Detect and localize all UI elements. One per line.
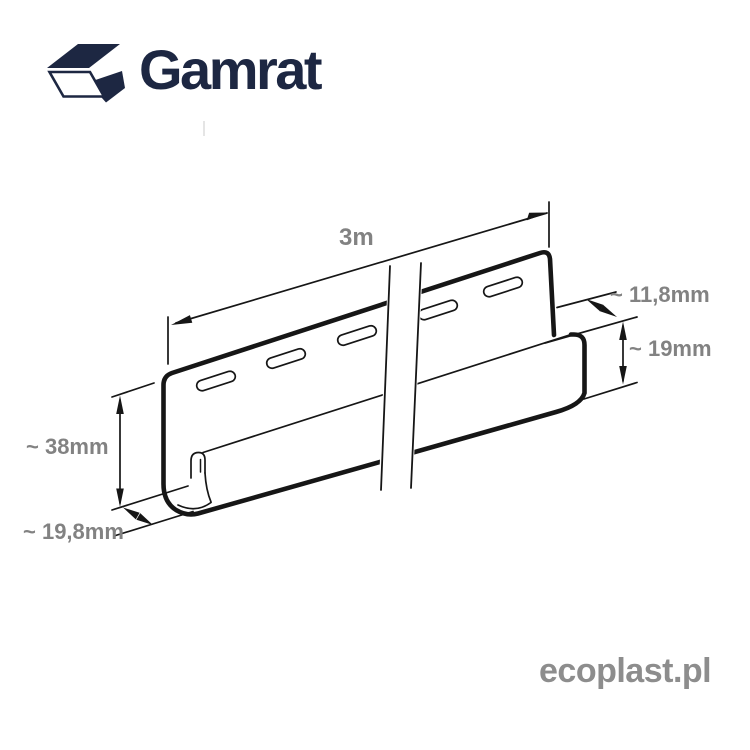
arrowhead	[586, 299, 604, 312]
bottom-width-dimension-label: ~ 19,8mm	[23, 519, 124, 544]
break-line-left	[380, 265, 391, 491]
extension-line	[113, 510, 194, 537]
nail-slot	[265, 347, 307, 370]
dimension-bottom-19-8mm	[113, 507, 194, 537]
lip-height-dimension-label: ~ 19mm	[629, 336, 712, 361]
arrowhead	[526, 212, 548, 221]
nail-slot	[336, 324, 378, 347]
dimension-lip-19mm	[583, 321, 638, 400]
nail-slot	[417, 299, 459, 321]
dimension-length-3m	[167, 201, 550, 365]
arrowhead	[619, 321, 627, 340]
opening-width-dimension-label: ~ 11,8mm	[610, 282, 710, 307]
arrowhead	[123, 507, 140, 520]
logo-top-face	[47, 44, 120, 68]
break-band-mask	[378, 260, 423, 493]
break-line-right	[410, 262, 422, 489]
nail-slot	[482, 276, 524, 298]
nail-slots	[195, 276, 524, 392]
extension-line	[583, 381, 638, 400]
nail-slot	[195, 370, 237, 392]
arrowhead	[171, 315, 193, 325]
arrowhead	[116, 488, 124, 507]
lip-left-cut-edge	[204, 472, 212, 503]
extension-line	[111, 485, 189, 511]
extension-line	[111, 382, 155, 398]
arrowhead	[116, 395, 124, 414]
extension-line	[556, 291, 617, 309]
length-dimension-label: 3m	[339, 224, 374, 251]
channel-bottom-cut-edge	[177, 501, 212, 510]
profile-outer-contour	[161, 249, 587, 517]
dimension-flange-38mm	[111, 382, 189, 511]
logo-front-face	[47, 70, 107, 98]
flange-height-dimension-label: ~ 38mm	[26, 434, 109, 459]
dimension-line	[175, 212, 548, 324]
watermark-text: ecoplast.pl	[539, 652, 712, 690]
dimension-opening-11-8mm	[544, 291, 638, 344]
arrowhead	[619, 366, 627, 385]
arrowhead	[599, 304, 617, 317]
arrowhead	[136, 513, 153, 525]
brand-wordmark: Gamrat	[139, 38, 323, 101]
extension-line	[544, 316, 638, 344]
lip-hem-curl	[190, 451, 206, 479]
logo-right-flap	[88, 71, 125, 103]
